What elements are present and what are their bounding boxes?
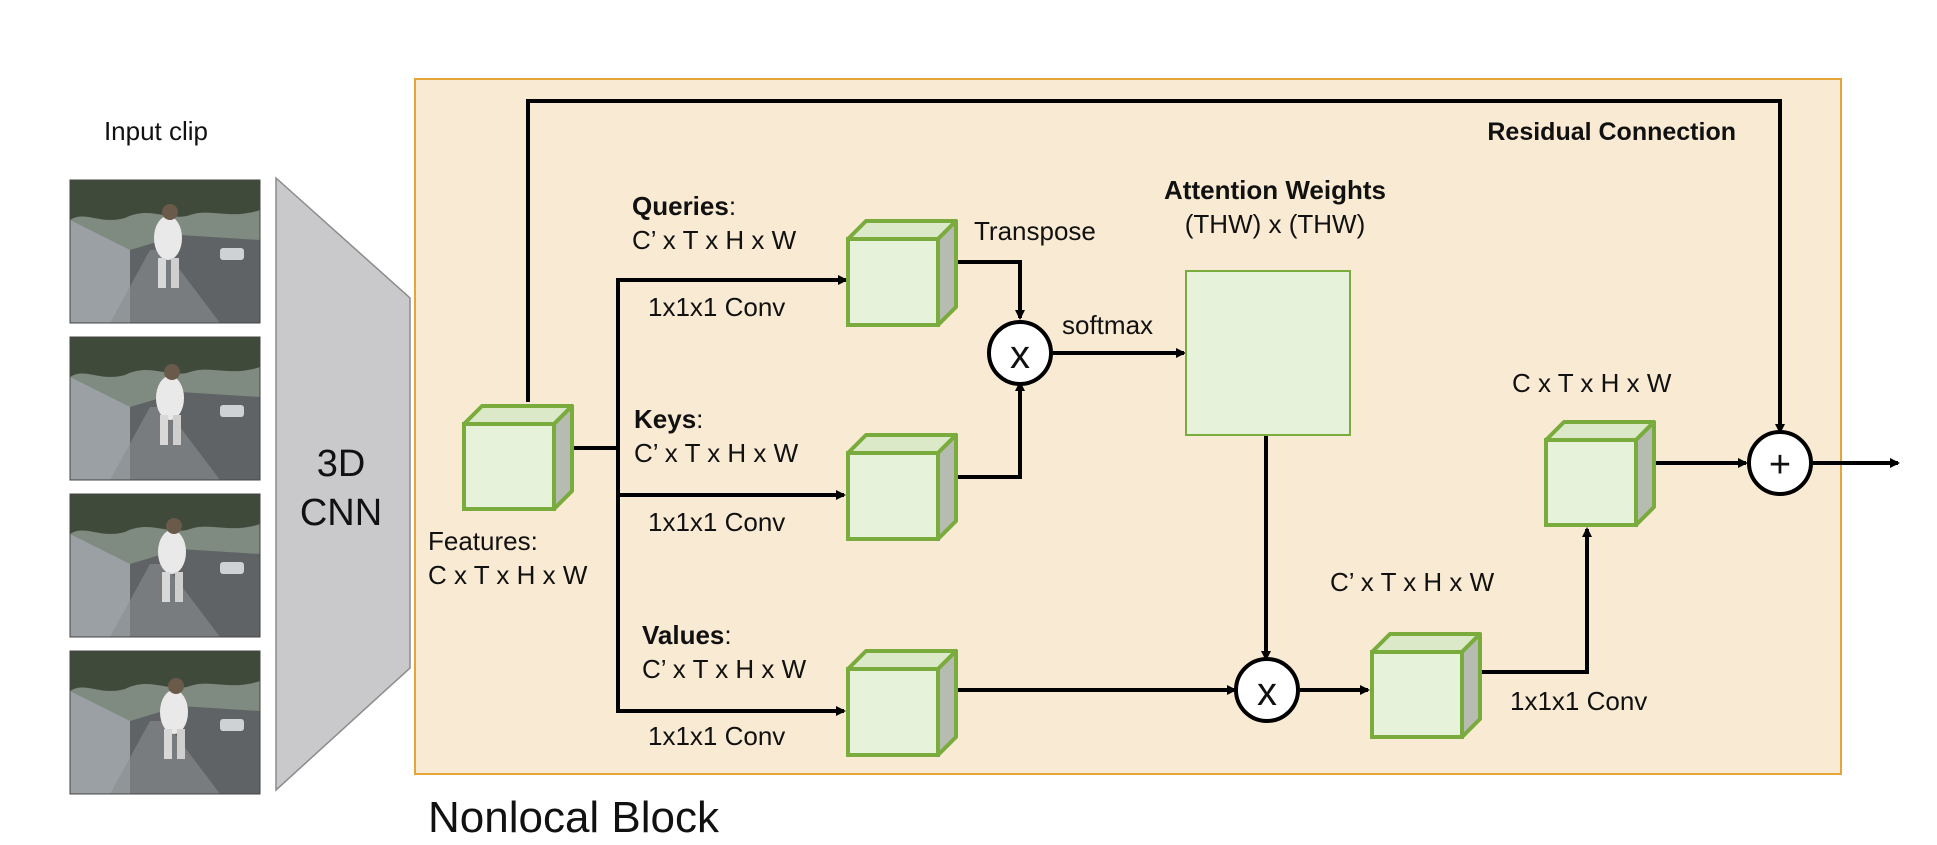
queries-cube xyxy=(846,219,958,327)
residual-connection-label: Residual Connection xyxy=(1487,118,1736,146)
queries-conv-label: 1x1x1 Conv xyxy=(648,292,785,322)
input-clip-title: Input clip xyxy=(104,116,208,146)
keys-cube-side xyxy=(936,433,958,541)
residual-connection-line xyxy=(526,99,1785,434)
queries-label: Queries: xyxy=(632,191,736,221)
values-cube xyxy=(846,649,958,757)
weighted-cube-side xyxy=(1460,632,1482,739)
queries-cube-side xyxy=(936,219,958,327)
features-cube-front xyxy=(462,422,556,511)
cnn-shape xyxy=(275,176,411,792)
multiply-operator-1 xyxy=(987,320,1053,386)
input-frame-2 xyxy=(69,336,261,481)
output-dims: C x T x H x W xyxy=(1512,368,1672,398)
multiply-symbol-2: x xyxy=(1257,670,1277,714)
queries-dims: C’ x T x H x W xyxy=(632,225,797,255)
queries-cube-front xyxy=(846,237,940,327)
cnn-label-line1: 3D xyxy=(317,443,366,485)
attention-weights-matrix xyxy=(1185,270,1351,436)
values-cube-side xyxy=(936,649,958,757)
values-dims: C’ x T x H x W xyxy=(642,654,807,684)
features-cube xyxy=(462,404,574,511)
key-multiply-arrow xyxy=(956,381,1025,479)
weighted-cube xyxy=(1370,632,1482,739)
input-frame-3 xyxy=(69,493,261,638)
add-symbol: + xyxy=(1769,444,1791,486)
features-cube-side xyxy=(552,404,574,511)
keys-cube xyxy=(846,433,958,541)
transpose-label: Transpose xyxy=(974,216,1096,246)
transpose-arrow xyxy=(958,260,1025,320)
multiply-operator-2 xyxy=(1234,657,1300,723)
nonlocal-block-title: Nonlocal Block xyxy=(428,793,720,842)
cube-layer xyxy=(462,219,1656,757)
attention-weights-dims: (THW) x (THW) xyxy=(1185,209,1365,239)
keys-dims: C’ x T x H x W xyxy=(634,438,799,468)
multiply-symbol-1: x xyxy=(1010,333,1030,377)
keys-conv-label: 1x1x1 Conv xyxy=(648,507,785,537)
add-operator xyxy=(1747,430,1813,496)
keys-label: Keys: xyxy=(634,404,703,434)
output-cube-front xyxy=(1544,438,1638,527)
values-label: Values: xyxy=(642,620,732,650)
features-label: Features: xyxy=(428,526,538,556)
input-frame-4 xyxy=(69,650,261,795)
keys-cube-front xyxy=(846,451,940,541)
weighted-dims: C’ x T x H x W xyxy=(1330,567,1495,597)
output-cube xyxy=(1544,420,1656,527)
attention-weights-title: Attention Weights xyxy=(1164,175,1386,205)
softmax-label: softmax xyxy=(1062,310,1153,340)
output-cube-side xyxy=(1634,420,1656,527)
features-dims: C x T x H x W xyxy=(428,560,588,590)
cnn-label-line2: CNN xyxy=(300,492,382,534)
weighted-output-arrow xyxy=(1478,527,1592,674)
input-frame-1 xyxy=(69,179,261,324)
weighted-cube-front xyxy=(1370,650,1464,739)
values-cube-front xyxy=(846,667,940,757)
weighted-conv-label: 1x1x1 Conv xyxy=(1510,686,1647,716)
values-conv-label: 1x1x1 Conv xyxy=(648,721,785,751)
input-frames xyxy=(69,179,261,795)
